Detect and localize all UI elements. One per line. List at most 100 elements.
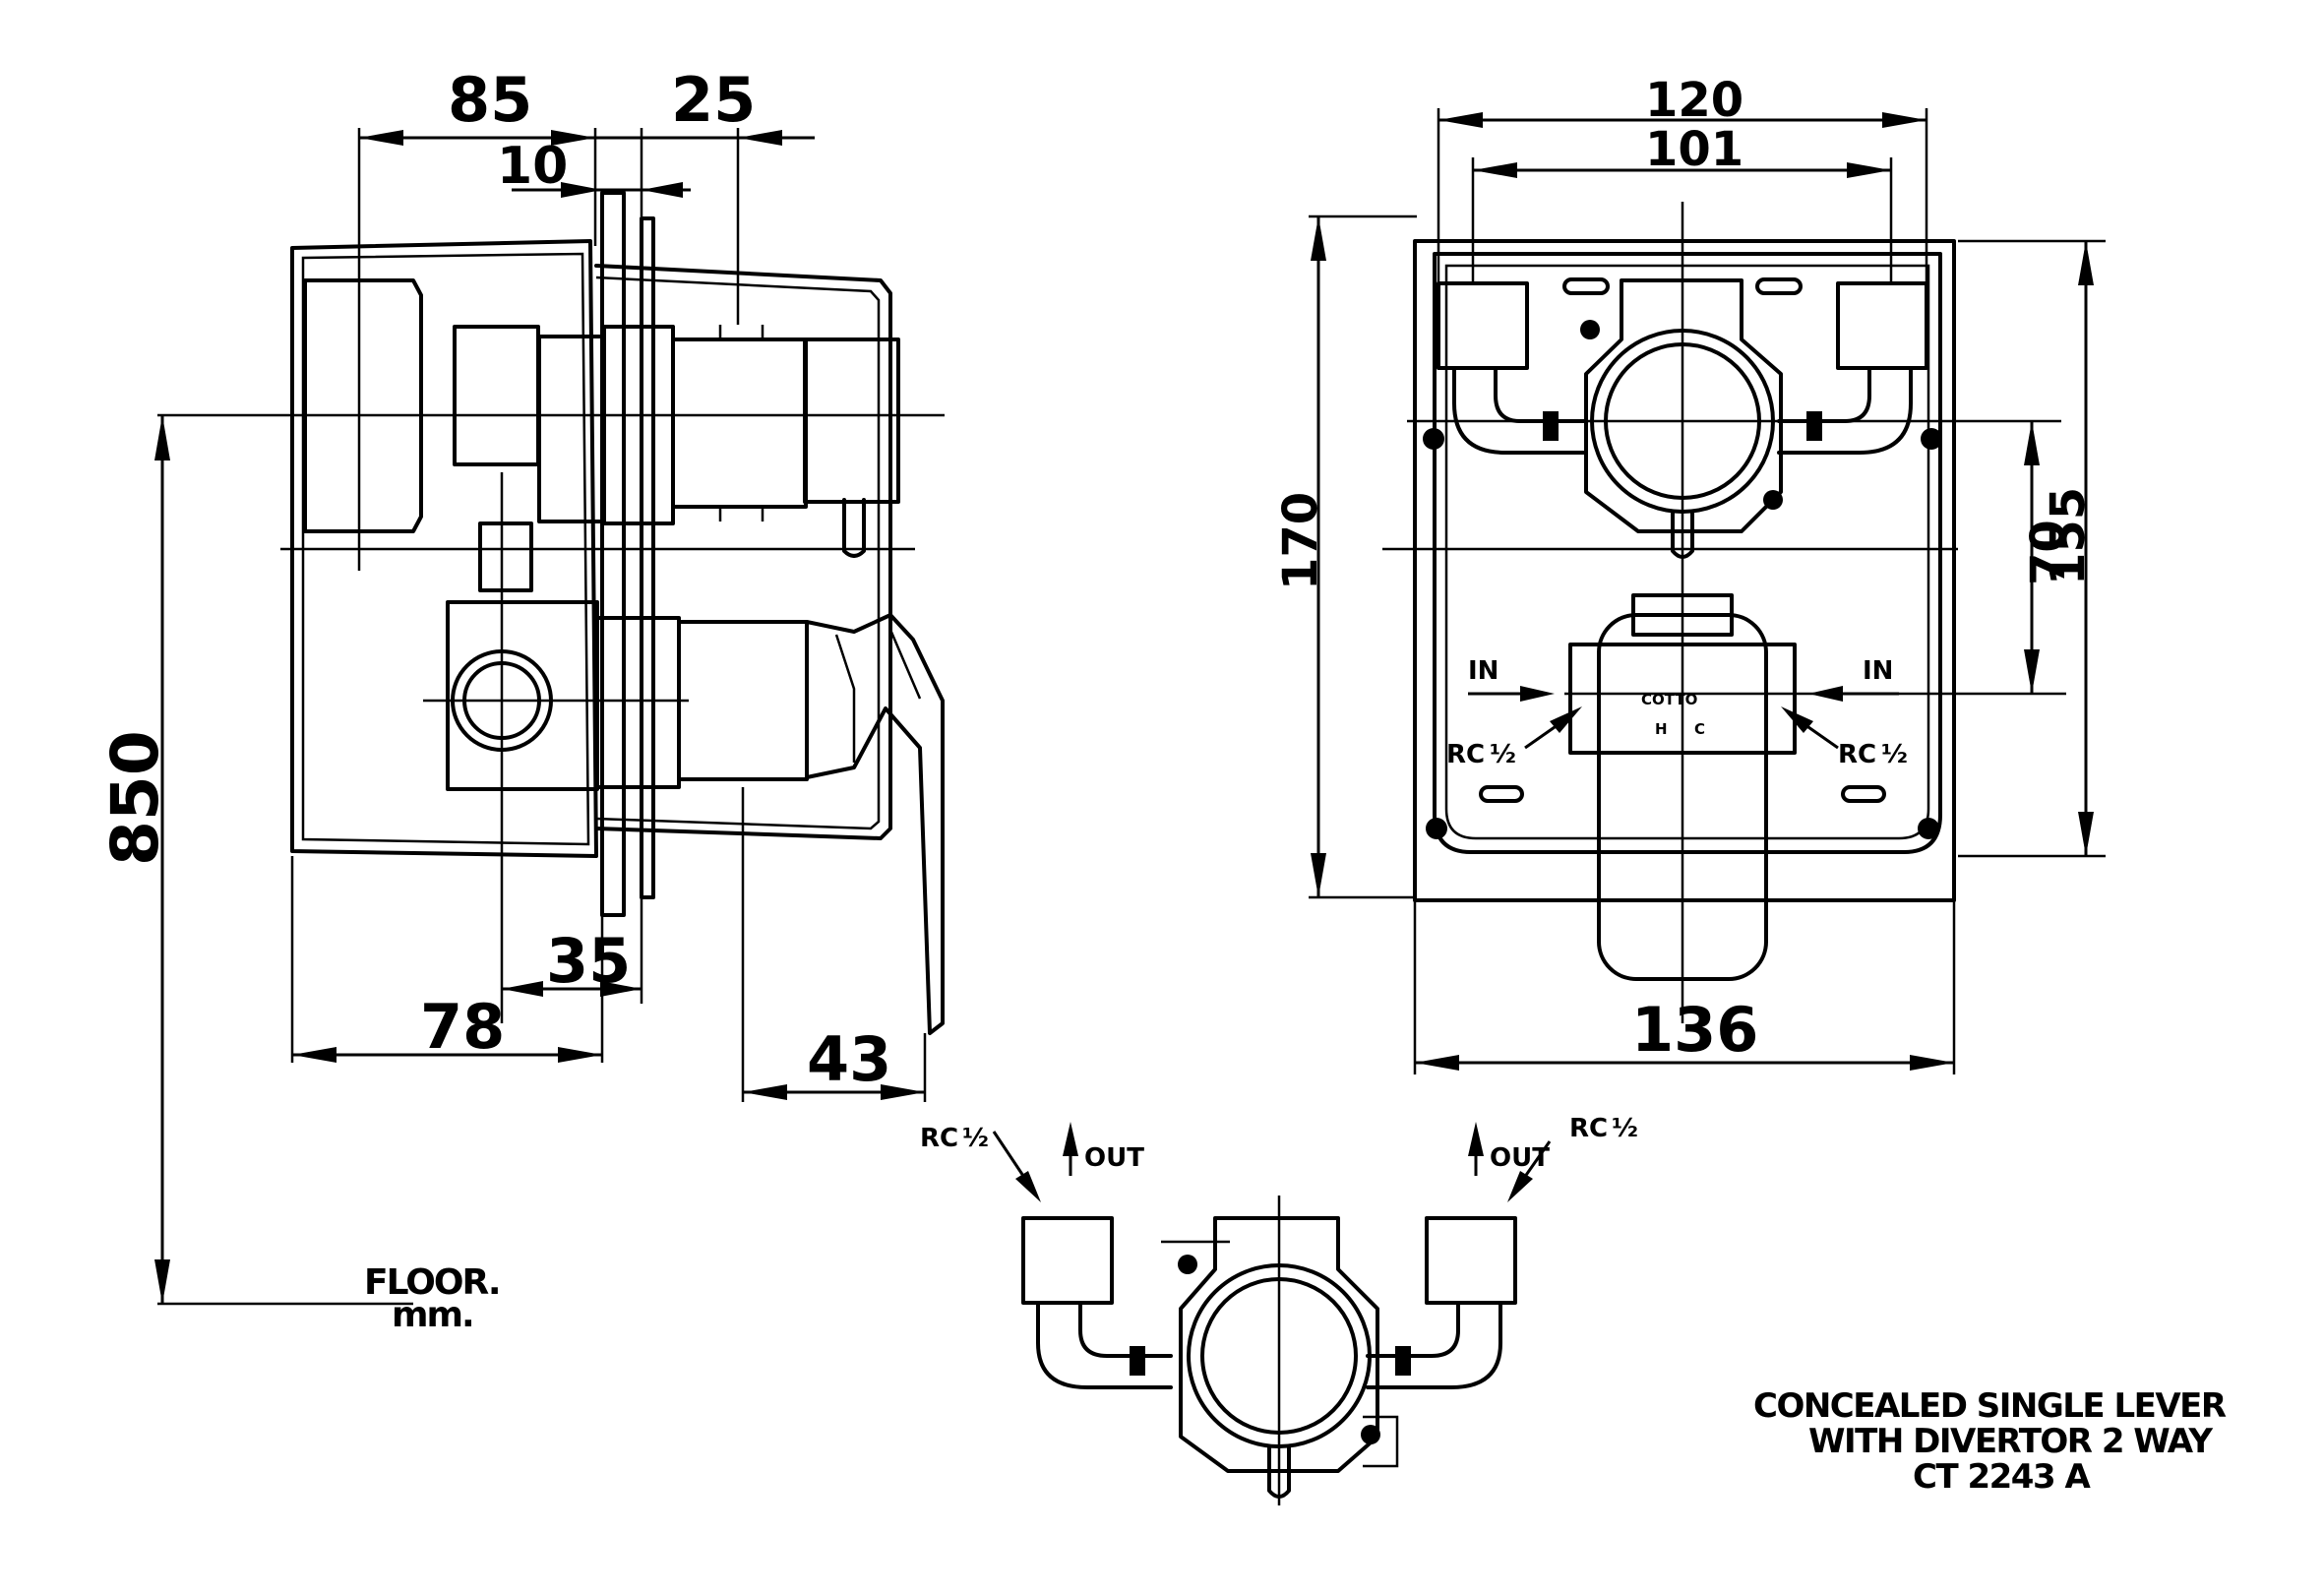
- valve-left-rc-half: ½: [962, 1124, 989, 1153]
- valve-view-body-inner: [1161, 1240, 1399, 1468]
- arrow: [1847, 162, 1891, 178]
- arrow: [558, 1047, 602, 1063]
- arrow: [502, 981, 543, 997]
- lever-inner: [834, 629, 922, 763]
- arrow: [154, 1259, 170, 1304]
- cover-plate: [640, 216, 655, 899]
- arrow: [1438, 112, 1483, 128]
- arrow: [743, 1084, 787, 1100]
- arrow: [561, 182, 602, 198]
- arrow: [738, 130, 782, 146]
- right-outlet-nut: [1395, 1346, 1411, 1376]
- arrow: [1550, 706, 1582, 733]
- arrow: [1311, 216, 1326, 261]
- arrow: [1063, 1122, 1078, 1156]
- upper-stem-detail: [718, 325, 764, 521]
- valve-view-body: [1179, 1216, 1379, 1473]
- dim-43: 43: [807, 1023, 891, 1095]
- floor-label: FLOOR.: [364, 1262, 500, 1303]
- upper-cartridge-ring: [671, 337, 808, 509]
- dim-850: 850: [97, 730, 173, 866]
- front-dimensions: 120 101 170 70 155 136: [1273, 73, 2106, 1074]
- arrow: [642, 182, 683, 198]
- corner-screw: [1423, 428, 1444, 450]
- left-out-label: OUT: [1084, 1143, 1144, 1173]
- divertor-stem: [478, 521, 533, 592]
- upper-cartridge-nut: [602, 325, 675, 525]
- corner-screw: [1921, 428, 1942, 450]
- arrow: [2024, 421, 2040, 465]
- valve-view: OUT OUT RC ½ RC ½: [920, 1114, 1638, 1505]
- arrow: [1468, 1122, 1484, 1156]
- valve-body: [1584, 278, 1783, 533]
- side-trim: [594, 264, 892, 840]
- right-outlet-socket: [1425, 1216, 1517, 1305]
- corner-screw: [1426, 818, 1447, 839]
- side-trim-inner: [595, 276, 881, 830]
- slot: [1755, 277, 1803, 295]
- upper-cartridge-knob: [303, 278, 423, 533]
- title-line-1: CONCEALED SINGLE LEVER: [1753, 1386, 2227, 1426]
- title-block: CONCEALED SINGLE LEVER WITH DIVERTOR 2 W…: [1753, 1386, 2228, 1497]
- dim-78: 78: [420, 991, 505, 1063]
- corner-screw: [1918, 818, 1939, 839]
- arrow: [2024, 649, 2040, 694]
- side-pin: [842, 498, 866, 558]
- arrow: [2078, 812, 2094, 856]
- screw: [1580, 320, 1600, 339]
- dim-170: 170: [1273, 492, 1328, 590]
- arrow: [1910, 1055, 1954, 1071]
- upper-cartridge-cap: [803, 337, 900, 504]
- left-in-label: IN: [1468, 656, 1498, 686]
- lower-valve-body: [446, 600, 599, 791]
- left-rc-half: ½: [1490, 740, 1516, 769]
- arrow: [154, 415, 170, 460]
- title-line-3: CT 2243 A: [1913, 1457, 2091, 1497]
- right-out-label: OUT: [1490, 1143, 1550, 1173]
- front-frame-outer: [1413, 239, 1956, 902]
- lever-handle: [805, 613, 945, 1035]
- screw: [1763, 490, 1783, 510]
- right-rc-label: RC: [1838, 740, 1876, 769]
- left-elbow: [1452, 366, 1588, 455]
- left-socket: [1437, 281, 1529, 370]
- arrow: [1473, 162, 1517, 178]
- arrow: [1882, 112, 1926, 128]
- side-housing-inner: [301, 252, 590, 846]
- lower-cartridge-nut: [594, 616, 681, 789]
- dim-25: 25: [671, 64, 756, 136]
- dim-120: 120: [1645, 73, 1743, 128]
- upper-cartridge-body: [453, 325, 540, 466]
- side-view: [157, 191, 945, 1035]
- right-elbow: [1777, 366, 1913, 455]
- arrow: [292, 1047, 336, 1063]
- unit-label: mm.: [392, 1295, 473, 1335]
- arrow: [1415, 1055, 1459, 1071]
- arrow: [359, 130, 403, 146]
- side-housing-outline: [290, 239, 598, 858]
- valve-right-rc-label: RC: [1569, 1114, 1608, 1143]
- dim-70: 70: [2021, 520, 2076, 585]
- wall-plate: [600, 191, 626, 917]
- arrow: [881, 1084, 925, 1100]
- dim-85: 85: [448, 64, 532, 136]
- arrow: [551, 130, 595, 146]
- slot: [1562, 277, 1610, 295]
- cold-mark: C: [1694, 720, 1705, 738]
- lower-cartridge-body: [677, 620, 809, 781]
- front-view: COTTO H C IN IN RC ½ RC ½: [1382, 202, 2066, 1023]
- slot: [1479, 785, 1524, 803]
- arrow: [1520, 686, 1555, 702]
- left-outlet-socket: [1021, 1216, 1114, 1305]
- right-nut: [1806, 411, 1822, 441]
- left-outlet-nut: [1130, 1346, 1145, 1376]
- dim-155: 155: [2041, 487, 2096, 585]
- arrow: [600, 981, 642, 997]
- hot-mark: H: [1655, 720, 1668, 738]
- side-dimensions: 85 25 10 850 FLOOR. mm. 35 78 43: [97, 64, 927, 1335]
- front-frame-inner2: [1444, 264, 1930, 840]
- left-rc-label: RC: [1446, 740, 1485, 769]
- title-line-2: WITH DIVERTOR 2 WAY: [1808, 1422, 2213, 1461]
- screw: [1178, 1255, 1197, 1274]
